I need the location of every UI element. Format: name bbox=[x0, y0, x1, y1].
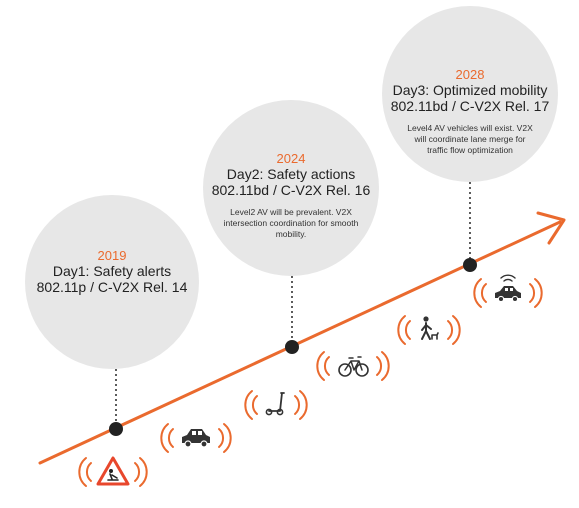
timeline-node-day2 bbox=[285, 340, 299, 354]
warning-sign-icon bbox=[78, 456, 148, 487]
car-icon bbox=[160, 423, 232, 453]
milestone-standard: 802.11bd / C-V2X Rel. 16 bbox=[211, 182, 371, 198]
bicycle-icon bbox=[316, 351, 390, 381]
milestone-bubble-day3: 2028 Day3: Optimized mobility 802.11bd /… bbox=[382, 6, 558, 182]
milestone-year: 2019 bbox=[97, 248, 127, 263]
milestone-title: Day1: Safety alerts bbox=[52, 263, 172, 279]
milestone-bubble-day2: 2024 Day2: Safety actions 802.11bd / C-V… bbox=[203, 100, 379, 276]
timeline-node-day1 bbox=[109, 422, 123, 436]
milestone-year: 2024 bbox=[276, 151, 306, 166]
milestone-title: Day3: Optimized mobility bbox=[392, 82, 548, 98]
milestone-description: Level2 AV will be prevalent. V2X interse… bbox=[223, 207, 359, 239]
connector-lines bbox=[115, 182, 471, 426]
milestone-bubble-day1: 2019 Day1: Safety alerts 802.11p / C-V2X… bbox=[25, 195, 199, 369]
scooter-icon bbox=[244, 390, 308, 420]
autonomous-car-icon bbox=[473, 274, 543, 308]
timeline-node-day3 bbox=[463, 258, 477, 272]
milestone-standard: 802.11bd / C-V2X Rel. 17 bbox=[390, 98, 550, 114]
pedestrian-icon bbox=[397, 315, 461, 345]
milestone-description: Level4 AV vehicles will exist. V2X will … bbox=[407, 123, 533, 155]
milestone-year: 2028 bbox=[455, 67, 485, 82]
milestone-title: Day2: Safety actions bbox=[226, 166, 356, 182]
milestone-standard: 802.11p / C-V2X Rel. 14 bbox=[36, 279, 188, 295]
